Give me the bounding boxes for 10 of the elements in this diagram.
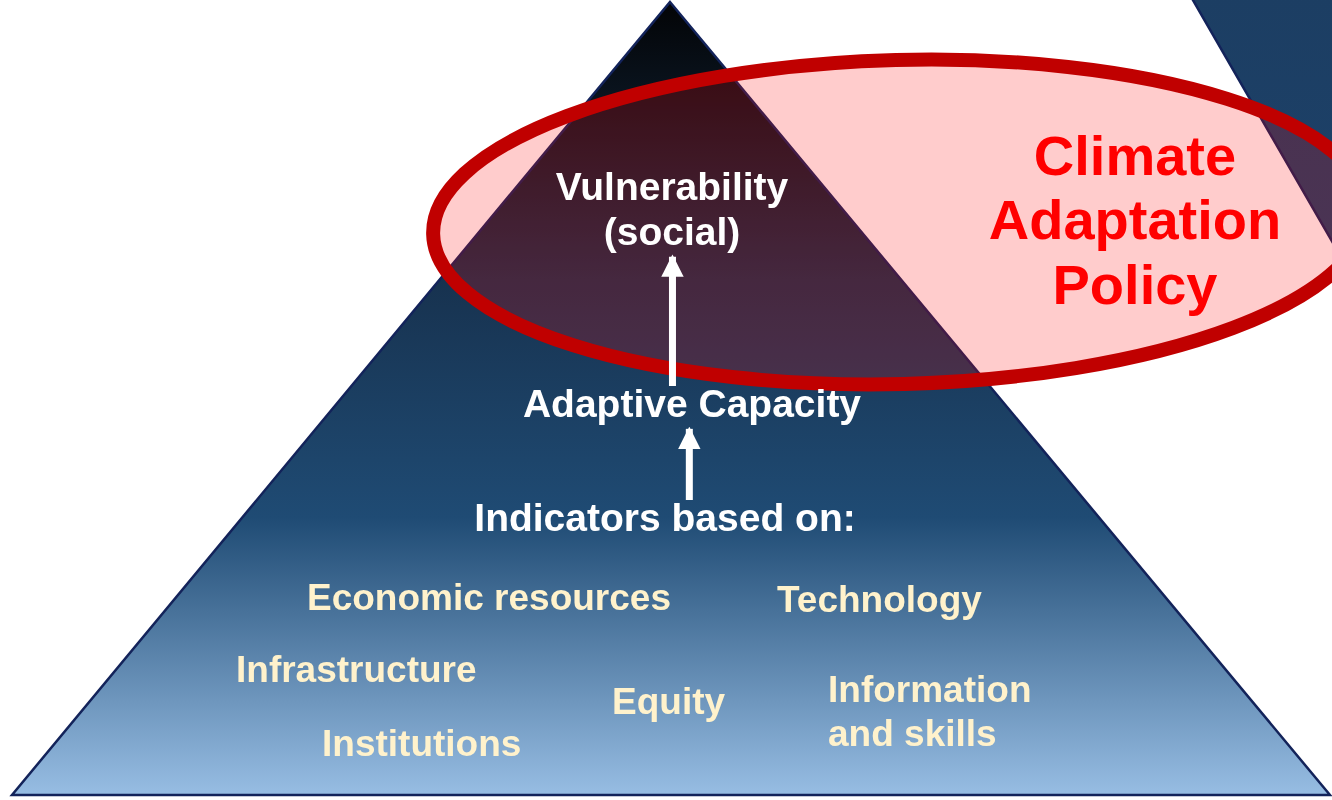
indicator-text: Information and skills — [828, 668, 1033, 757]
ellipse-label: Climate Adaptation Policy — [987, 124, 1283, 318]
indicator-text: Economic resources — [307, 576, 671, 620]
node-label: Indicators based on: — [474, 496, 856, 541]
node-label: Adaptive Capacity — [522, 382, 862, 427]
indicator-text: Infrastructure — [236, 648, 477, 692]
indicator-text: Equity — [612, 680, 726, 724]
indicator-text: Technology — [777, 578, 982, 622]
indicator-text: Institutions — [322, 722, 522, 766]
node-label: Vulnerability (social) — [522, 165, 822, 255]
